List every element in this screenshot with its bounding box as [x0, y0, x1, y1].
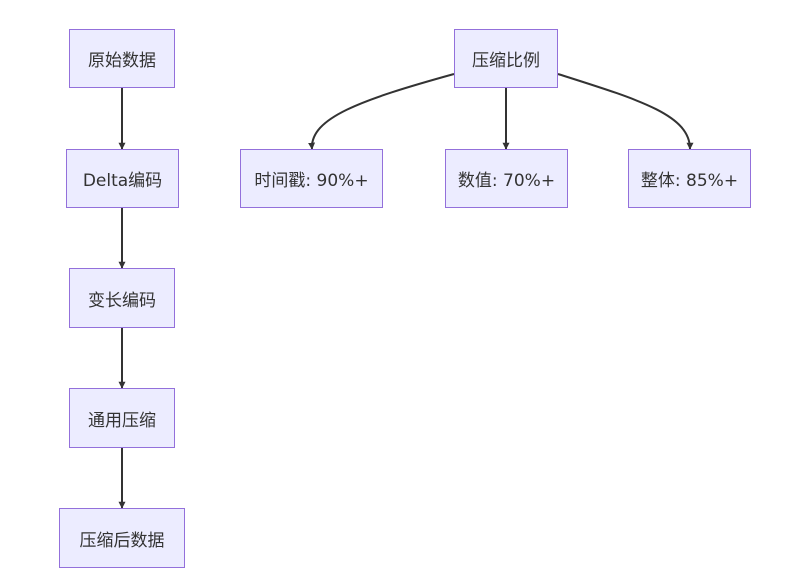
edge-root-to-timestamp	[308, 73, 455, 150]
node-general-compression: 通用压缩	[69, 388, 175, 448]
node-value-ratio: 数值: 70%+	[445, 149, 568, 208]
edge-root-to-overall	[557, 73, 694, 150]
node-delta-encoding: Delta编码	[66, 149, 179, 208]
node-timestamp-ratio: 时间戳: 90%+	[240, 149, 383, 208]
node-raw-data: 原始数据	[69, 29, 175, 88]
node-compression-ratio: 压缩比例	[454, 29, 558, 88]
node-compressed-data: 压缩后数据	[59, 508, 185, 568]
node-overall-ratio: 整体: 85%+	[628, 149, 751, 208]
node-varlen-encoding: 变长编码	[69, 268, 175, 328]
